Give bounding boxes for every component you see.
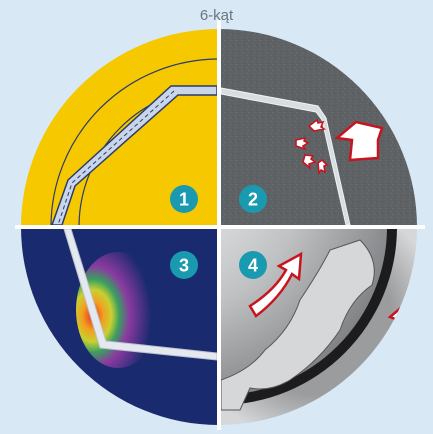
badge-2: 2	[239, 185, 267, 213]
badge-2-label: 2	[248, 190, 258, 210]
diagram-title: 6-kąt	[199, 7, 234, 24]
impact-arrow-icon	[334, 120, 384, 162]
badge-3-label: 3	[179, 256, 189, 276]
badge-3: 3	[170, 251, 198, 279]
quadrant-4	[221, 229, 417, 425]
badge-4: 4	[239, 251, 267, 279]
rotation-arrow-icon	[248, 251, 303, 318]
stress-arrows-icon	[295, 118, 329, 176]
badge-1-label: 1	[179, 190, 189, 210]
badge-1: 1	[170, 185, 198, 213]
badge-4-label: 4	[248, 256, 258, 276]
quadrant-3	[21, 229, 217, 425]
horizontal-divider	[15, 225, 425, 229]
